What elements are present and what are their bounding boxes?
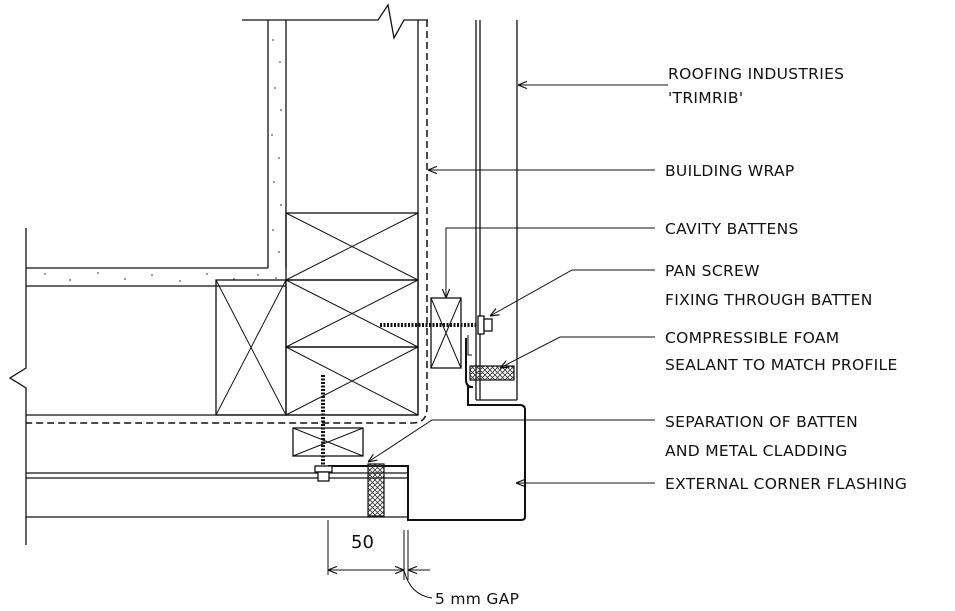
corner-flashing [328, 335, 526, 521]
trimrib-cladding [475, 20, 518, 401]
label-pan-screw-line2: FIXING THROUGH BATTEN [665, 291, 873, 309]
label-separation-line2: AND METAL CLADDING [665, 442, 848, 460]
cavity-battens [292, 297, 462, 457]
foam-sealant [367, 365, 515, 517]
dimension-width-value: 50 [351, 532, 374, 553]
top-wall-section [26, 3, 428, 424]
label-foam-line1: COMPRESSIBLE FOAM [665, 329, 839, 347]
label-foam-line2: SEALANT TO MATCH PROFILE [665, 356, 898, 374]
dimension-gap-label: 5 mm GAP [435, 590, 519, 608]
dimension-lines [327, 520, 433, 599]
label-roofing-line2: 'TRIMRIB' [668, 89, 743, 107]
label-cavity-battens: CAVITY BATTENS [665, 220, 799, 238]
pan-screw-horizontal [380, 315, 493, 335]
plaster-texture [44, 39, 282, 282]
label-separation-line1: SEPARATION OF BATTEN [665, 413, 858, 431]
label-corner-flashing: EXTERNAL CORNER FLASHING [665, 475, 907, 493]
label-pan-screw-line1: PAN SCREW [665, 262, 760, 280]
framing-timbers [215, 212, 419, 416]
label-building-wrap: BUILDING WRAP [665, 162, 795, 180]
label-roofing-line1: ROOFING INDUSTRIES [668, 65, 844, 83]
left-wall-section [8, 228, 418, 545]
leader-lines [368, 85, 668, 483]
pan-screw-vertical [314, 375, 333, 482]
